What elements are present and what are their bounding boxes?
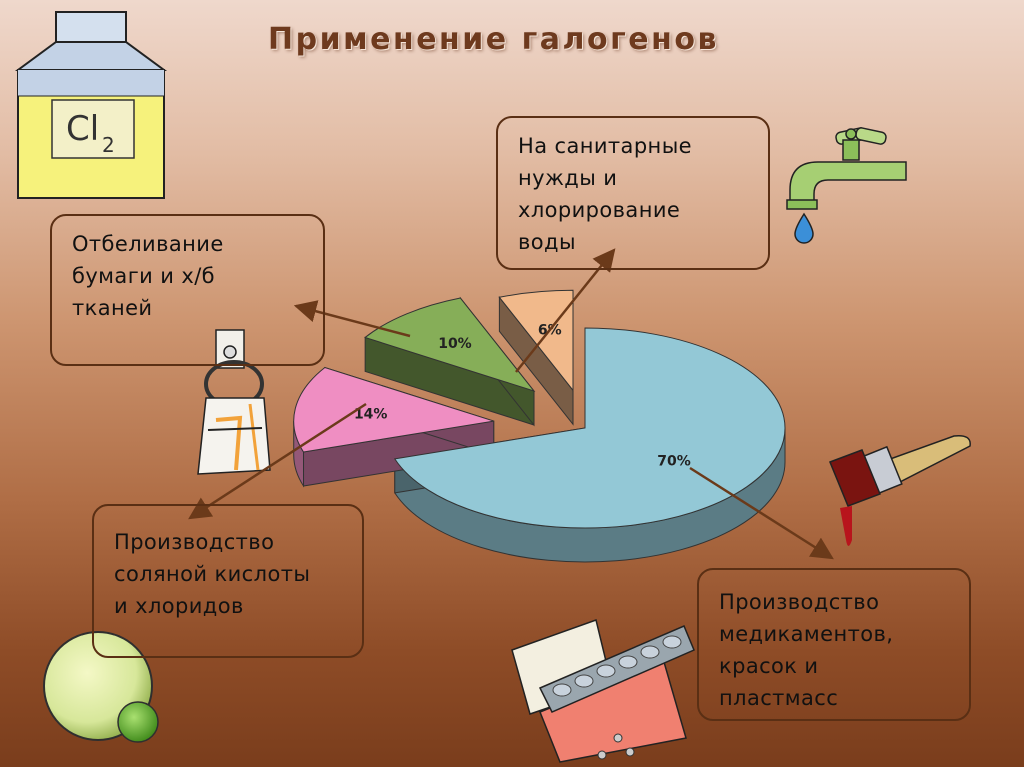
callout-line: Производство [719, 590, 880, 614]
cl2-bottle-icon: Cl 2 [14, 11, 168, 199]
callout-line: хлорирование [518, 198, 681, 222]
arrow-bleach [293, 300, 411, 338]
page-title: Применение галогенов [268, 22, 719, 57]
callout-line: тканей [72, 296, 153, 320]
pie-slice-label: 10% [438, 336, 472, 352]
callout-water: На санитарные нужды и хлорирование воды [496, 116, 770, 270]
callout-line: бумаги и х/б [72, 264, 216, 288]
bottle-formula: Cl [66, 109, 99, 149]
water-tap-icon [786, 127, 907, 244]
callout-line: Отбеливание [72, 232, 224, 256]
arrow-acid [188, 402, 367, 520]
pie-slice [393, 327, 786, 529]
callout-line: медикаментов, [719, 622, 894, 646]
arrow-water [515, 248, 616, 373]
pie-slice [364, 297, 536, 392]
callout-line: На санитарные [518, 134, 692, 158]
arrow-medicine [689, 466, 834, 560]
callout-bleaching: Отбеливание бумаги и х/б тканей [50, 214, 325, 366]
callout-line: Производство [114, 530, 275, 554]
pills-icon [511, 619, 695, 763]
bottle-subscript: 2 [102, 133, 115, 157]
callout-line: красок и [719, 654, 819, 678]
paint-brush-icon [829, 434, 971, 546]
pie-slice [498, 289, 574, 392]
leader-arrows [188, 248, 834, 560]
callout-line: соляной кислоты [114, 562, 311, 586]
callout-line: воды [518, 230, 576, 254]
green-sphere-icon [43, 631, 159, 743]
callout-line: пластмасс [719, 686, 839, 710]
callout-line: и хлоридов [114, 594, 244, 618]
pie-slice-label: 70% [657, 453, 691, 469]
callout-line: нужды и [518, 166, 618, 190]
towel-ring-icon [197, 329, 271, 475]
pie-slice-label: 14% [354, 406, 388, 422]
callout-acid: Производство соляной кислоты и хлоридов [92, 504, 364, 658]
callout-medicine: Производство медикаментов, красок и плас… [697, 568, 971, 721]
